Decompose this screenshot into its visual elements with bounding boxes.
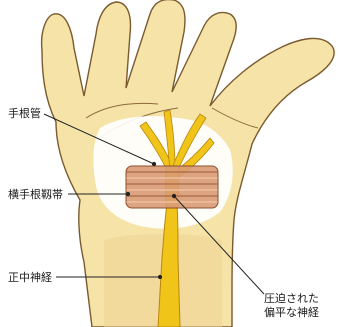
leader-dot: [126, 192, 129, 195]
label-median-nerve: 正中神経: [8, 271, 52, 284]
label-compressed-nerve: 圧迫された 偏平な神経: [264, 292, 319, 320]
label-compressed-nerve-line1: 圧迫された: [264, 292, 319, 306]
label-transverse-carpal-ligament: 横手根靱帯: [8, 188, 63, 201]
label-compressed-nerve-line2: 偏平な神経: [264, 306, 319, 320]
leader-dot: [158, 275, 161, 278]
label-carpal-tunnel: 手根管: [8, 107, 41, 120]
leader-dot: [172, 194, 175, 197]
leader-dot: [152, 162, 155, 165]
transverse-carpal-ligament: [126, 166, 218, 208]
